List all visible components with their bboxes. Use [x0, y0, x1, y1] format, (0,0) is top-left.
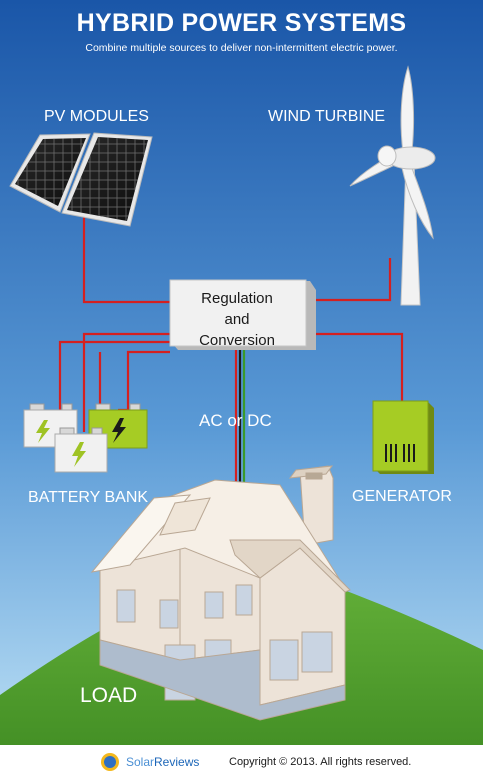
copyright-notice: Copyright © 2013. All rights reserved. [229, 756, 412, 768]
battery-bank-label: BATTERY BANK [28, 489, 149, 506]
output-label: AC or DC [199, 411, 272, 430]
brand-name-part2: Reviews [154, 755, 200, 769]
pv-modules [9, 132, 153, 227]
regulation-label-line3: Conversion [199, 332, 275, 349]
pv-modules-label: PV MODULES [44, 108, 149, 125]
wind-turbine-label: WIND TURBINE [268, 108, 386, 125]
brand-name-part1: Solar [126, 755, 155, 769]
regulation-box [169, 279, 316, 350]
wind-wire [306, 258, 392, 302]
generator-label: GENERATOR [352, 488, 452, 505]
regulation-label-line1: Regulation [201, 290, 273, 307]
regulation-label: Regulation and Conversion [170, 288, 304, 351]
load-label: LOAD [80, 684, 138, 707]
wind-turbine [349, 65, 436, 306]
battery-bank [23, 403, 148, 473]
battery-wire-a [82, 332, 170, 432]
pv-wire [82, 212, 170, 304]
wiring [48, 212, 404, 525]
generator [372, 400, 434, 474]
house [90, 465, 351, 721]
page-title: HYBRID POWER SYSTEMS [76, 9, 407, 37]
footer-bar [0, 745, 483, 780]
generator-wire [306, 332, 404, 405]
brand-logo: SolarReviews [126, 755, 199, 769]
sun-logo-icon [101, 753, 119, 771]
page-subtitle: Combine multiple sources to deliver non-… [85, 42, 398, 54]
regulation-label-line2: and [224, 311, 250, 328]
